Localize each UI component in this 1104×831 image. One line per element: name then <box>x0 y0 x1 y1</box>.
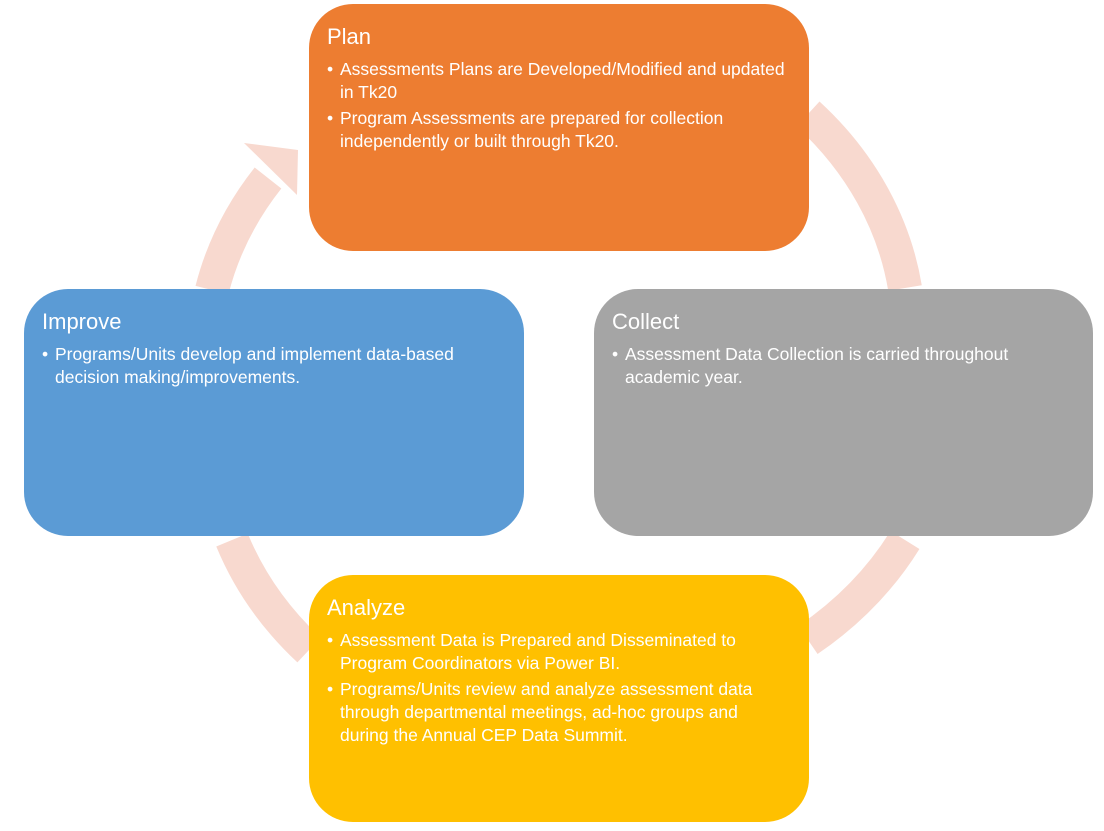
cycle-ring <box>195 101 922 663</box>
stage-analyze-bullet-2: Programs/Units review and analyze assess… <box>327 678 791 747</box>
arrow-segment-collect-to-analyze <box>798 530 920 655</box>
stage-analyze-bullet-1: Assessment Data is Prepared and Dissemin… <box>327 629 791 675</box>
stage-plan-bullet-1: Assessments Plans are Developed/Modified… <box>327 58 791 104</box>
arrow-segment-improve-to-plan <box>195 167 282 295</box>
stage-analyze-bullets: Assessment Data is Prepared and Dissemin… <box>327 629 791 747</box>
stage-plan-bullet-2: Program Assessments are prepared for col… <box>327 107 791 153</box>
stage-analyze-box: Analyze Assessment Data is Prepared and … <box>309 575 809 822</box>
stage-plan-title: Plan <box>327 24 372 49</box>
arrow-segment-plan-to-collect <box>796 101 922 291</box>
arrowhead-to-plan <box>244 143 298 195</box>
stage-analyze-title: Analyze <box>327 595 406 620</box>
stage-plan-box: Plan Assessments Plans are Developed/Mod… <box>309 4 809 251</box>
stage-improve-box: Improve Programs/Units develop and imple… <box>24 289 524 536</box>
stage-improve-bullet-1: Programs/Units develop and implement dat… <box>42 343 506 389</box>
stage-plan-bullets: Assessments Plans are Developed/Modified… <box>327 58 791 153</box>
stage-collect-bullets: Assessment Data Collection is carried th… <box>612 343 1075 389</box>
arrow-segment-analyze-to-improve <box>216 533 321 663</box>
stage-improve-bullets: Programs/Units develop and implement dat… <box>42 343 506 389</box>
stage-collect-bullet-1: Assessment Data Collection is carried th… <box>612 343 1075 389</box>
stage-collect-title: Collect <box>612 309 680 334</box>
stage-improve-title: Improve <box>42 309 122 334</box>
stage-collect-box: Collect Assessment Data Collection is ca… <box>594 289 1093 536</box>
